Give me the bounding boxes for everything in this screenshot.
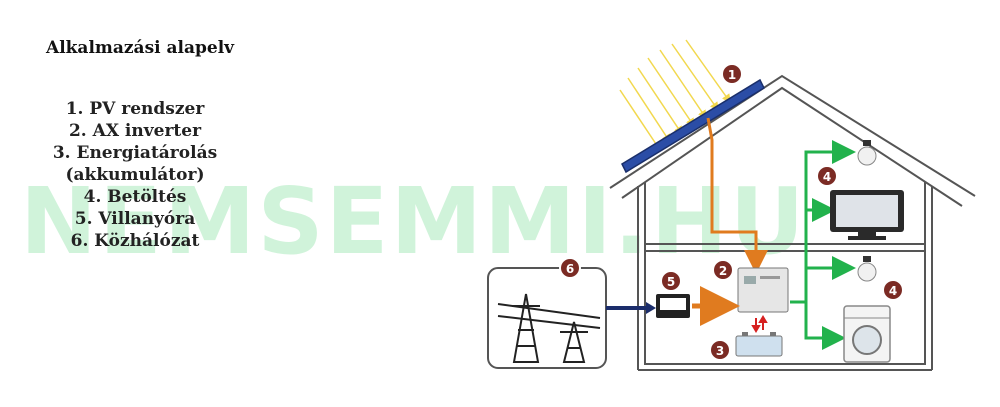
solar-panel <box>621 78 765 174</box>
legend-item-grid: 6. Közhálózat <box>70 231 200 251</box>
badge-6: 6 <box>559 257 581 279</box>
svg-text:4: 4 <box>889 284 897 298</box>
legend-item-inverter: 2. AX inverter <box>68 121 202 141</box>
badge-4-washer: 4 <box>882 279 904 301</box>
badge-4-tv: 4 <box>816 165 838 187</box>
washing-machine-icon <box>843 305 891 363</box>
svg-text:5: 5 <box>667 275 675 289</box>
inverter-icon <box>737 267 789 313</box>
svg-text:3: 3 <box>716 344 724 358</box>
sun-rays <box>619 39 731 152</box>
svg-text:1: 1 <box>728 68 736 82</box>
lightbulb-icon <box>857 256 877 282</box>
svg-text:2: 2 <box>719 264 727 278</box>
lightbulb-icon <box>857 140 877 166</box>
house-walls <box>637 182 933 371</box>
load-lines <box>790 140 856 350</box>
badge-3: 3 <box>709 339 731 361</box>
legend-item-pv: 1. PV rendszer <box>65 99 205 119</box>
legend-item-storage-note: (akkumulátor) <box>65 165 205 185</box>
battery-arrows <box>751 315 768 333</box>
badge-1: 1 <box>721 63 743 85</box>
pv-to-inverter-line <box>706 117 768 274</box>
legend-list: 1. PV rendszer 2. AX inverter 3. Energia… <box>0 98 270 252</box>
badge-2: 2 <box>712 259 734 281</box>
legend-item-load: 4. Betöltés <box>83 187 187 207</box>
diagram-title: Alkalmazási alapelv <box>46 38 235 58</box>
grid-to-meter-arrowhead <box>646 302 656 314</box>
house-roof <box>609 74 976 207</box>
meter-icon <box>656 294 690 318</box>
svg-text:6: 6 <box>566 262 574 276</box>
watermark: NEMSEMMI.HU <box>20 168 807 275</box>
badge-5: 5 <box>660 270 682 292</box>
legend-item-storage: 3. Energiatárolás <box>52 143 218 163</box>
battery-icon <box>735 332 783 357</box>
legend-item-meter: 5. Villanyóra <box>74 209 196 229</box>
power-grid-box <box>487 267 607 369</box>
tv-icon <box>830 190 904 240</box>
svg-text:4: 4 <box>823 170 831 184</box>
